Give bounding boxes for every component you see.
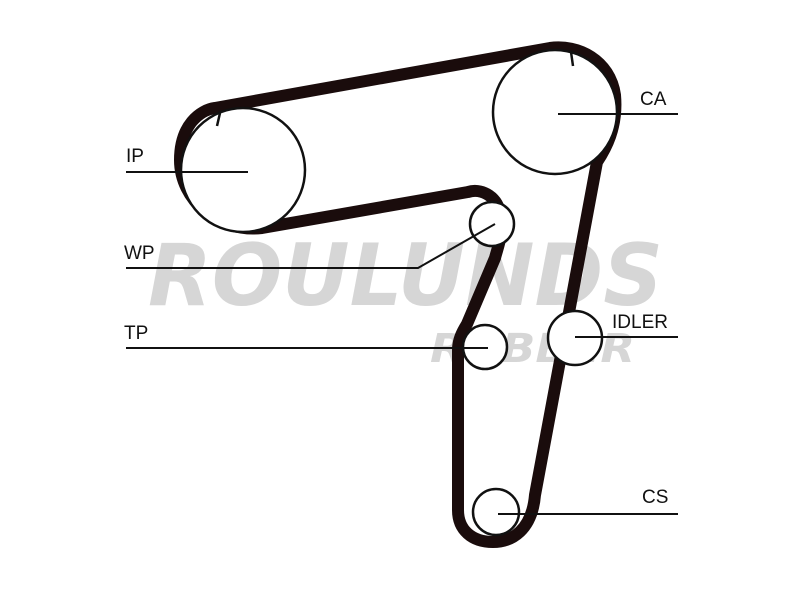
pulley-ip: [179, 106, 307, 234]
pulley-cs: [471, 487, 521, 537]
pulley-ca: [491, 48, 619, 176]
label-idler: IDLER: [612, 312, 668, 333]
label-ca: CA: [640, 89, 667, 110]
label-ip: IP: [126, 146, 144, 167]
label-tp: TP: [124, 323, 148, 344]
label-cs: CS: [642, 487, 668, 508]
leader-wp: [126, 223, 496, 269]
pulley-wp: [468, 200, 516, 248]
leader-lines: [126, 113, 678, 515]
label-wp: WP: [124, 243, 155, 264]
